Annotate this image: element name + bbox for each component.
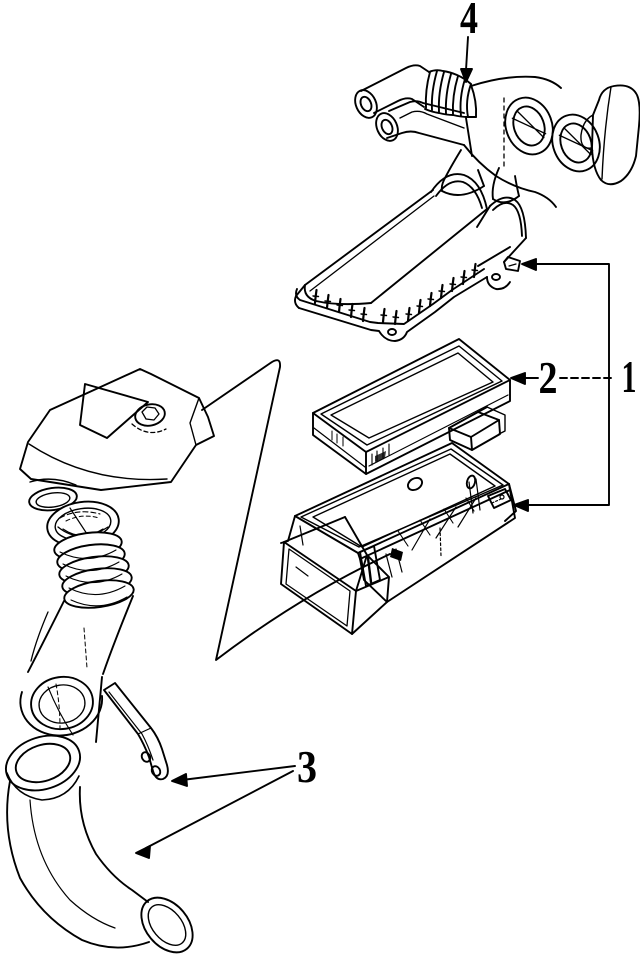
svg-text:1: 1	[622, 351, 637, 402]
svg-text:4: 4	[460, 0, 478, 43]
svg-text:2: 2	[539, 352, 558, 403]
svg-text:3: 3	[297, 741, 317, 792]
